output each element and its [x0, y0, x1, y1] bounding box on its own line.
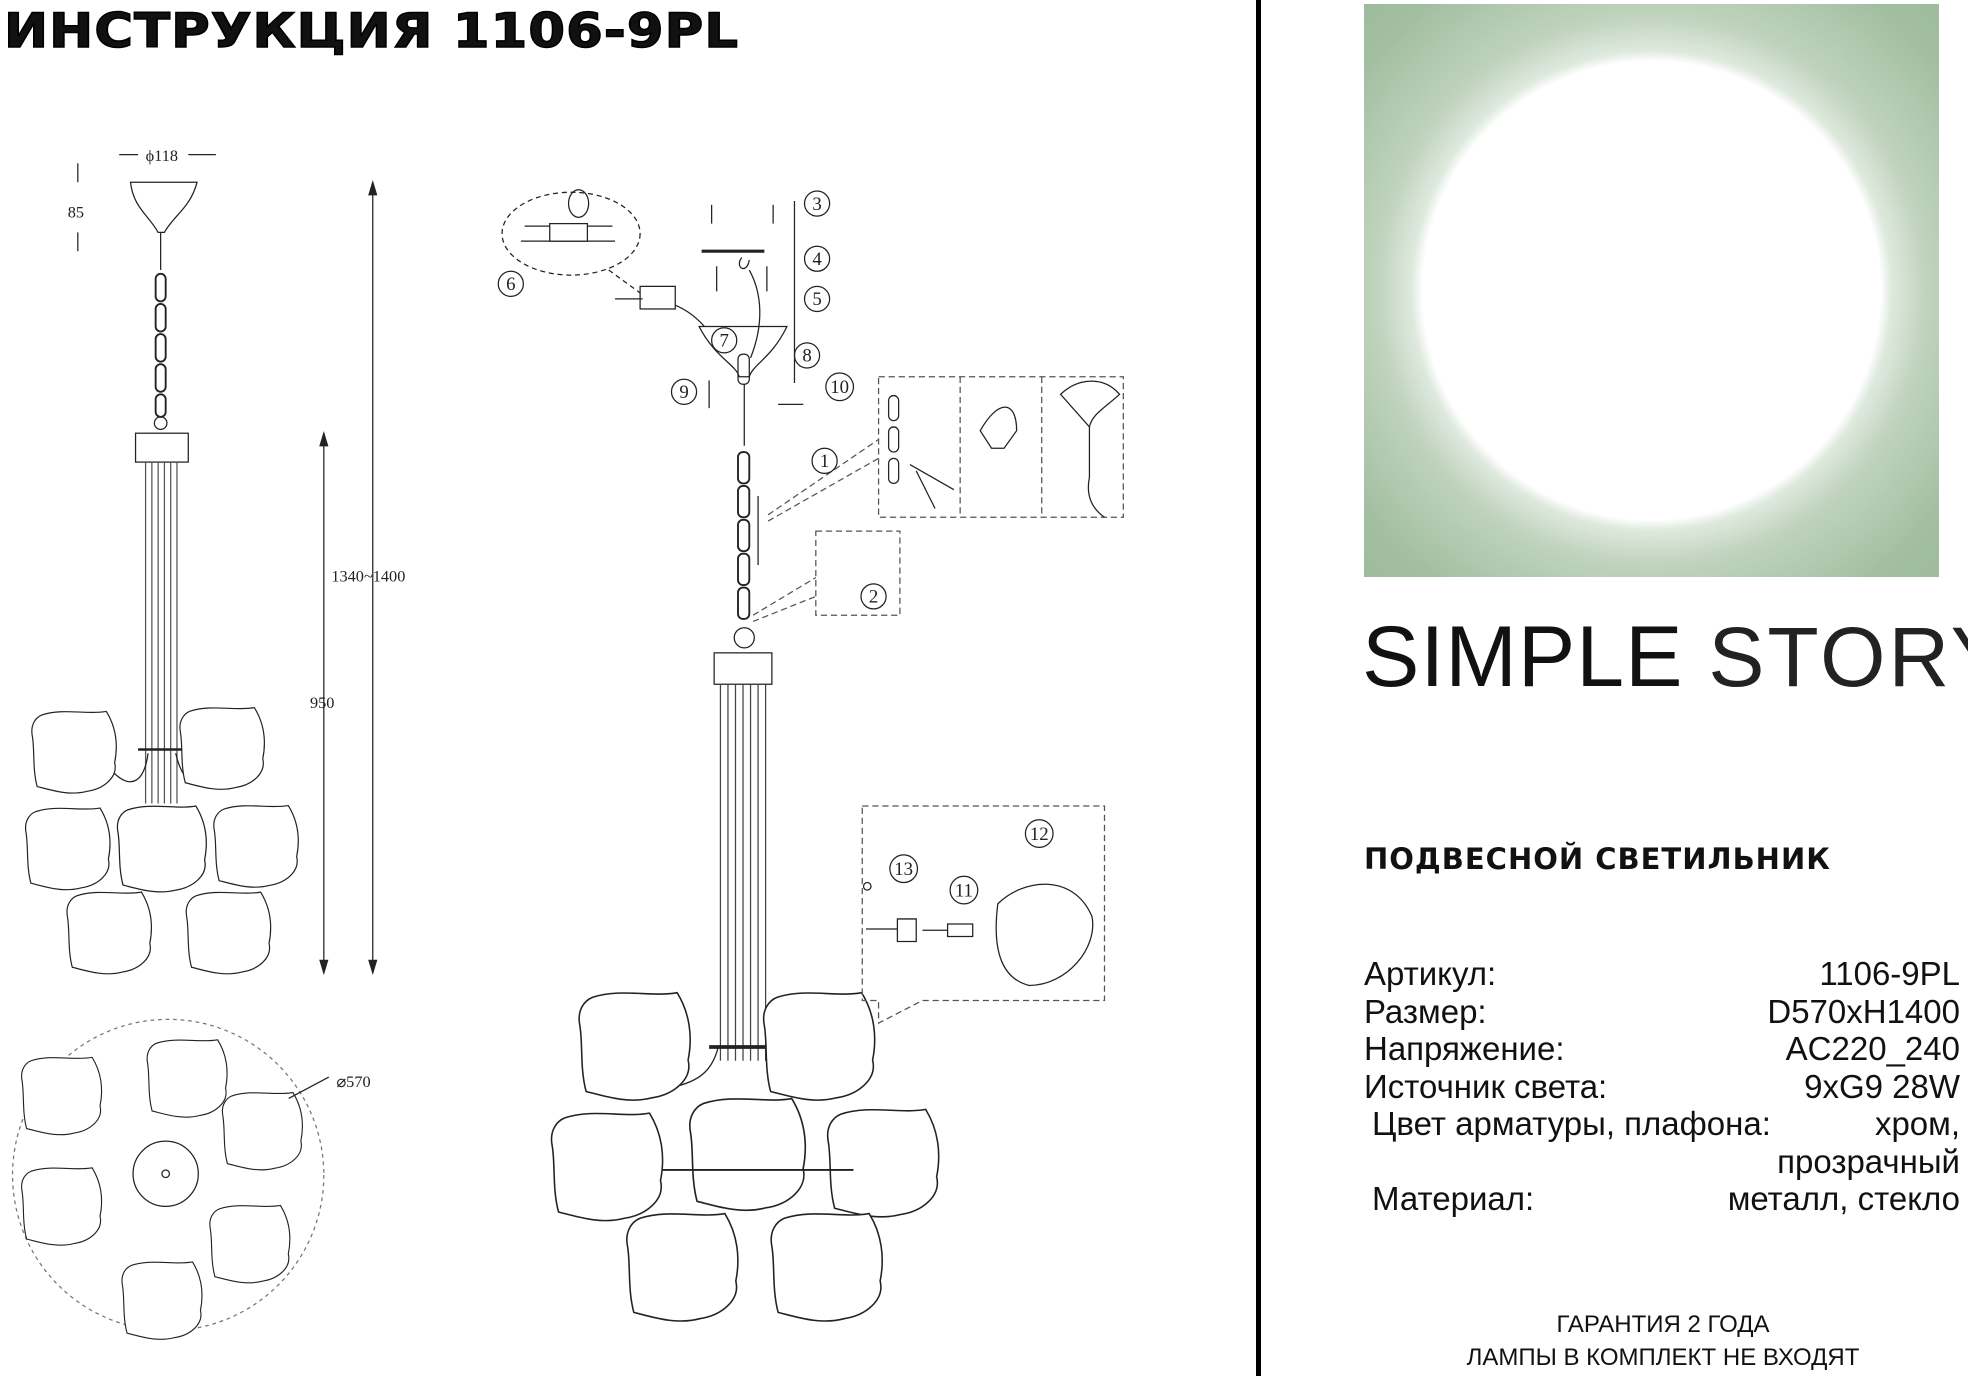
brand-logo: SIMPLE STORY	[1362, 608, 1968, 707]
spec-row: Артикул: 1106-9PL	[1364, 955, 1960, 993]
brand-word-2: STORY	[1708, 610, 1968, 704]
canopy-diameter-label: ϕ118	[146, 146, 178, 165]
step-5: 5	[812, 289, 821, 310]
spec-row: Размер: D570xH1400	[1364, 993, 1960, 1031]
step-7: 7	[719, 331, 728, 352]
step-12: 12	[1030, 824, 1049, 845]
plan-view: ⌀570	[11, 1018, 371, 1340]
total-height-label: 1340~1400	[331, 566, 405, 585]
step-9: 9	[679, 382, 688, 403]
spec-value: 9xG9 28W	[1804, 1067, 1960, 1105]
spec-row: Источник света: 9xG9 28W	[1364, 1068, 1960, 1106]
spec-value: AC220_240	[1785, 1030, 1960, 1067]
step-11: 11	[955, 880, 973, 901]
spec-label: Артикул:	[1364, 955, 1497, 992]
step-6: 6	[506, 274, 515, 295]
spec-label: Цвет арматуры, плафона:	[1372, 1105, 1771, 1142]
footer-notes: ГАРАНТИЯ 2 ГОДА ЛАМПЫ В КОМПЛЕКТ НЕ ВХОД…	[1400, 1308, 1926, 1374]
step-3: 3	[812, 194, 821, 215]
brand-word-1: SIMPLE	[1362, 609, 1684, 705]
page-title: ИНСТРУКЦИЯ 1106-9PL	[3, 3, 739, 60]
assembly-diagram: 1 2 3 4 5 6 7 8 9 10 11 12 13	[497, 189, 1124, 1322]
spec-label: Размер:	[1364, 992, 1487, 1030]
warranty-note: ГАРАНТИЯ 2 ГОДА	[1556, 1311, 1770, 1338]
spec-row: Цвет арматуры, плафона: хром,	[1364, 1105, 1960, 1143]
spec-value: хром,	[1874, 1105, 1960, 1142]
spec-value: металл, стекло	[1727, 1180, 1960, 1217]
spec-row: Напряжение: AC220_240	[1364, 1030, 1960, 1068]
spec-row: Материал: металл, стекло	[1364, 1180, 1960, 1218]
spec-value: 1106-9PL	[1819, 955, 1960, 992]
product-type: ПОДВЕСНОЙ СВЕТИЛЬНИК	[1364, 842, 1831, 876]
vertical-divider	[1256, 0, 1261, 1376]
spec-value: прозрачный	[1777, 1142, 1960, 1180]
body-height-label: 950	[310, 693, 334, 712]
step-8: 8	[802, 346, 811, 367]
lamps-note: ЛАМПЫ В КОМПЛЕКТ НЕ ВХОДЯТ	[1466, 1344, 1860, 1371]
canopy-height-label: 85	[68, 202, 84, 221]
diameter-label: ⌀570	[336, 1072, 370, 1091]
step-1: 1	[820, 451, 829, 472]
spec-value: D570xH1400	[1767, 992, 1960, 1030]
spec-row-continuation: прозрачный	[1364, 1143, 1960, 1181]
step-4: 4	[812, 249, 822, 270]
brand-hero-image	[1364, 4, 1939, 577]
step-2: 2	[869, 587, 878, 608]
step-10: 10	[830, 377, 849, 398]
spec-table: Артикул: 1106-9PL Размер: D570xH1400 Напря…	[1364, 955, 1960, 1218]
spec-label: Напряжение:	[1364, 1030, 1565, 1067]
spec-label: Источник света:	[1364, 1067, 1608, 1105]
elevation-view: ϕ118 85 1340~1400 950	[24, 146, 405, 976]
step-13: 13	[894, 859, 913, 880]
spec-label: Материал:	[1372, 1180, 1535, 1217]
